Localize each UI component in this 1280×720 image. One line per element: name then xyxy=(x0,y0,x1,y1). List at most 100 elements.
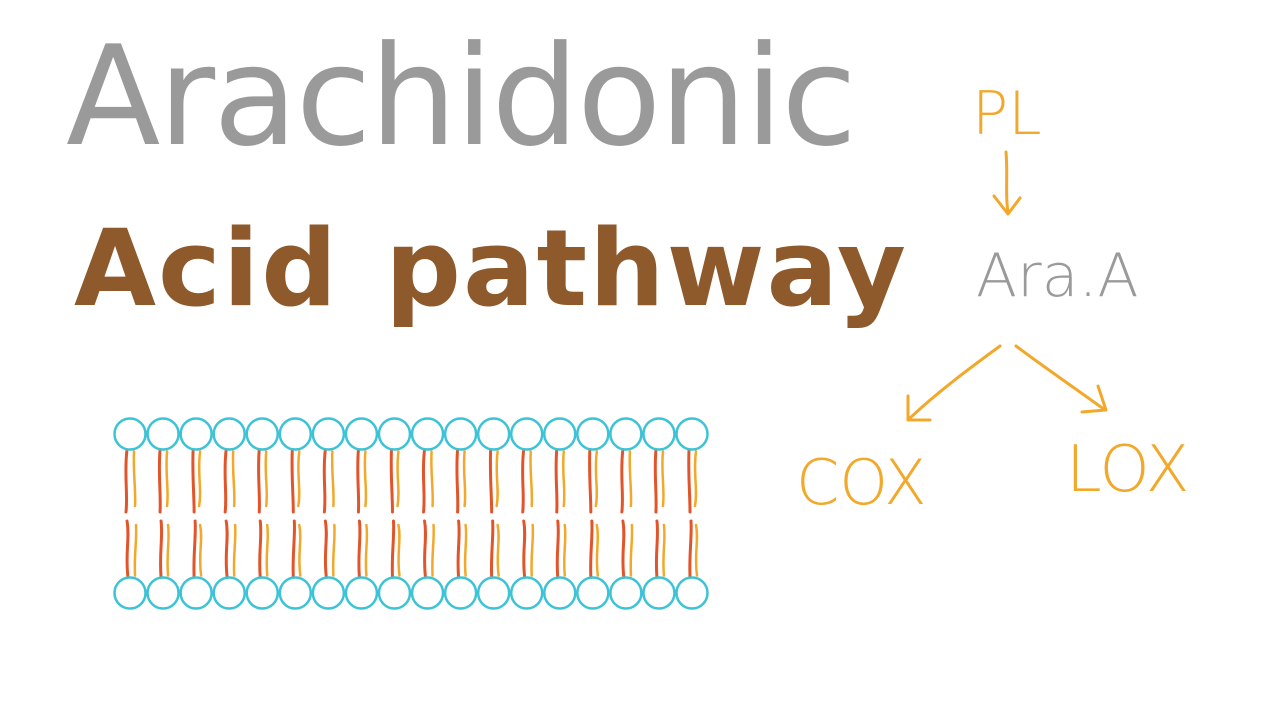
lipid-head-top xyxy=(377,417,412,451)
title-arachidonic: Arachidonic xyxy=(66,16,857,177)
lipid-tail-top xyxy=(389,448,394,514)
lipid-head-top xyxy=(609,417,643,451)
lipid-tail-top xyxy=(620,448,625,514)
lipid-head-top xyxy=(410,417,445,451)
lipid-head-bottom xyxy=(410,576,445,610)
lipid-tail-bottom xyxy=(456,519,461,579)
lipid-tail-top xyxy=(363,450,368,508)
lipid-head-bottom xyxy=(642,576,676,610)
title-word-pathway: pathway xyxy=(385,207,908,330)
lipid-head-bottom xyxy=(344,576,379,610)
lipid-tail-bottom xyxy=(489,519,495,579)
lipid-tail-bottom xyxy=(166,523,170,577)
lipid-head-top xyxy=(509,417,544,451)
lipid-tail-bottom xyxy=(357,519,362,579)
lipid-tail-bottom xyxy=(125,519,130,579)
lipid-head-bottom xyxy=(443,576,478,610)
lipid-tail-top xyxy=(223,448,228,514)
lipid-tail-top xyxy=(588,448,593,514)
lipid-head-top xyxy=(179,417,213,451)
lipid-head-top xyxy=(212,417,246,451)
lipid-tail-top xyxy=(693,450,698,508)
lipid-head-top xyxy=(344,417,379,451)
lipid-tail-top xyxy=(628,450,633,508)
title-word-acid: Acid xyxy=(74,207,340,330)
lipid-tail-top xyxy=(197,450,202,508)
lipid-tail-bottom xyxy=(621,519,626,579)
lipid-head-bottom xyxy=(278,576,313,610)
lipid-tail-top xyxy=(661,450,665,508)
lipid-head-top xyxy=(245,417,279,451)
lipid-tail-top xyxy=(594,450,599,508)
lipid-tail-bottom xyxy=(364,523,369,577)
lipid-tail-top xyxy=(231,450,236,508)
lipid-tail-bottom xyxy=(323,519,328,579)
lipid-tail-top xyxy=(653,448,658,514)
lipid-tail-bottom xyxy=(265,523,270,577)
lipid-tail-top xyxy=(165,450,169,508)
lipid-head-top xyxy=(675,417,709,451)
lipid-tail-top xyxy=(488,448,494,514)
lipid-tail-top xyxy=(264,450,269,508)
arrow-araa-to-lox xyxy=(1014,344,1108,414)
lipid-head-bottom xyxy=(245,576,279,610)
lipid-head-bottom xyxy=(509,576,544,610)
lipid-head-top xyxy=(443,417,478,451)
lipid-tail-bottom xyxy=(298,523,302,577)
lipid-tail-top xyxy=(191,448,196,514)
lipid-tail-bottom xyxy=(522,519,527,579)
lipid-tail-top xyxy=(455,448,460,514)
lipid-tail-bottom xyxy=(496,523,500,577)
lipid-head-top xyxy=(113,417,147,451)
lipid-head-top xyxy=(576,417,610,451)
lipid-tail-top xyxy=(290,448,295,514)
lipid-tail-bottom xyxy=(463,523,468,577)
lipid-tail-top xyxy=(687,448,692,514)
lipid-head-bottom xyxy=(476,576,511,610)
lipid-tail-bottom xyxy=(431,523,435,577)
node-arachidonic-acid: Ara.A xyxy=(976,241,1139,311)
lipid-head-bottom xyxy=(609,576,643,610)
node-lox: LOX xyxy=(1066,433,1190,507)
lipid-tail-bottom xyxy=(390,519,396,579)
lipid-head-top xyxy=(278,417,313,451)
lipid-tail-top xyxy=(561,450,566,508)
lipid-head-bottom xyxy=(576,576,610,610)
node-pl: PL xyxy=(972,79,1042,149)
lipid-head-bottom xyxy=(675,576,709,610)
lipid-tail-top xyxy=(157,448,162,514)
lipid-tail-bottom xyxy=(291,519,296,579)
lipid-head-top xyxy=(476,417,511,451)
lipid-tail-bottom xyxy=(654,519,660,579)
lipid-head-bottom xyxy=(179,576,213,610)
arrow-pl-to-araa xyxy=(992,150,1022,216)
lipid-tail-bottom xyxy=(224,519,229,579)
lipid-tail-top xyxy=(521,448,526,514)
lipid-tail-bottom xyxy=(555,519,560,579)
lipid-tail-bottom xyxy=(688,519,693,579)
lipid-tail-top xyxy=(529,450,534,508)
lipid-tail-bottom xyxy=(198,523,203,577)
lipid-tail-bottom xyxy=(562,523,567,577)
lipid-head-bottom xyxy=(146,576,180,610)
lipid-tail-top xyxy=(257,448,261,514)
lipid-head-top xyxy=(642,417,676,451)
lipid-head-top xyxy=(543,417,577,451)
lipid-tail-bottom xyxy=(629,523,634,577)
lipid-tail-top xyxy=(421,448,427,514)
lipid-tail-bottom xyxy=(423,519,428,579)
lipid-head-bottom xyxy=(113,576,147,610)
lipid-tail-bottom xyxy=(589,519,594,579)
lipid-tail-bottom xyxy=(192,519,197,579)
arrow-araa-to-cox xyxy=(906,344,1002,422)
lipid-tail-bottom xyxy=(133,523,138,577)
lipid-tail-top xyxy=(356,448,361,514)
lipid-tail-bottom xyxy=(397,523,401,577)
lipid-tail-top xyxy=(495,450,499,508)
lipid-head-bottom xyxy=(377,576,412,610)
lipid-head-top xyxy=(311,417,346,451)
lipid-tail-bottom xyxy=(662,523,666,577)
